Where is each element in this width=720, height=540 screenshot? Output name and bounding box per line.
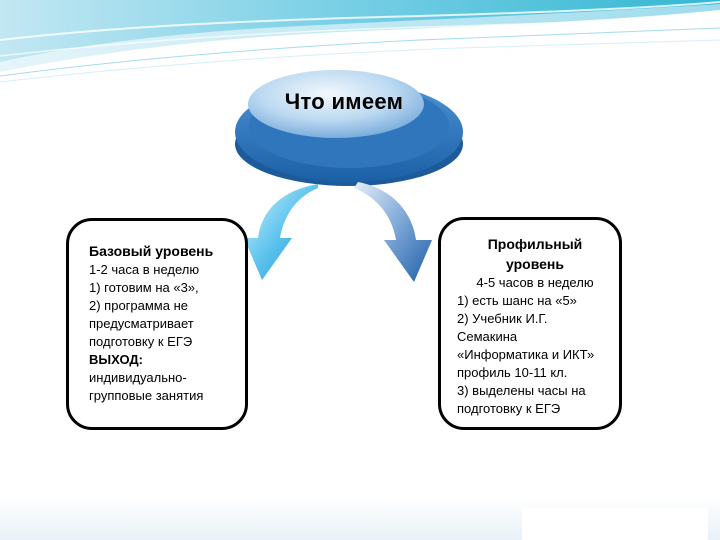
profile-level-line: профиль 10-11 кл. <box>457 365 568 380</box>
footer-box <box>522 508 708 540</box>
basic-level-outcome-line: индивидуально- <box>89 370 187 385</box>
profile-level-line: 2) Учебник И.Г. <box>457 311 548 326</box>
basic-level-line: 1) готовим на «3», <box>89 280 199 295</box>
center-oval <box>235 70 463 186</box>
basic-level-line: 1-2 часа в неделю <box>89 262 200 277</box>
left-arrow-icon <box>244 184 318 280</box>
profile-level-hours: 4-5 часов в неделю <box>476 275 594 290</box>
basic-level-card: Базовый уровень 1-2 часа в неделю 1) гот… <box>66 218 248 430</box>
profile-level-line: 3) выделены часы на <box>457 383 586 398</box>
basic-level-title: Базовый уровень <box>89 243 214 259</box>
basic-level-line: 2) программа не <box>89 298 188 313</box>
right-arrow-icon <box>354 182 432 282</box>
basic-level-outcome-label: ВЫХОД: <box>89 352 143 367</box>
profile-level-card: Профильный уровень 4-5 часов в неделю 1)… <box>438 217 622 430</box>
center-title: Что имеем <box>284 89 404 114</box>
basic-level-line: подготовку к ЕГЭ <box>89 334 193 349</box>
basic-level-outcome-line: групповые занятия <box>89 388 204 403</box>
basic-level-line: предусматривает <box>89 316 194 331</box>
profile-level-line: Семакина <box>457 329 518 344</box>
profile-level-line: подготовку к ЕГЭ <box>457 401 561 416</box>
profile-level-line: 1) есть шанс на «5» <box>457 293 577 308</box>
profile-level-title: Профильный <box>487 236 583 252</box>
header-wave-decoration <box>0 0 720 83</box>
profile-level-line: «Информатика и ИКТ» <box>457 347 595 362</box>
profile-level-title-line2: уровень <box>506 256 564 272</box>
